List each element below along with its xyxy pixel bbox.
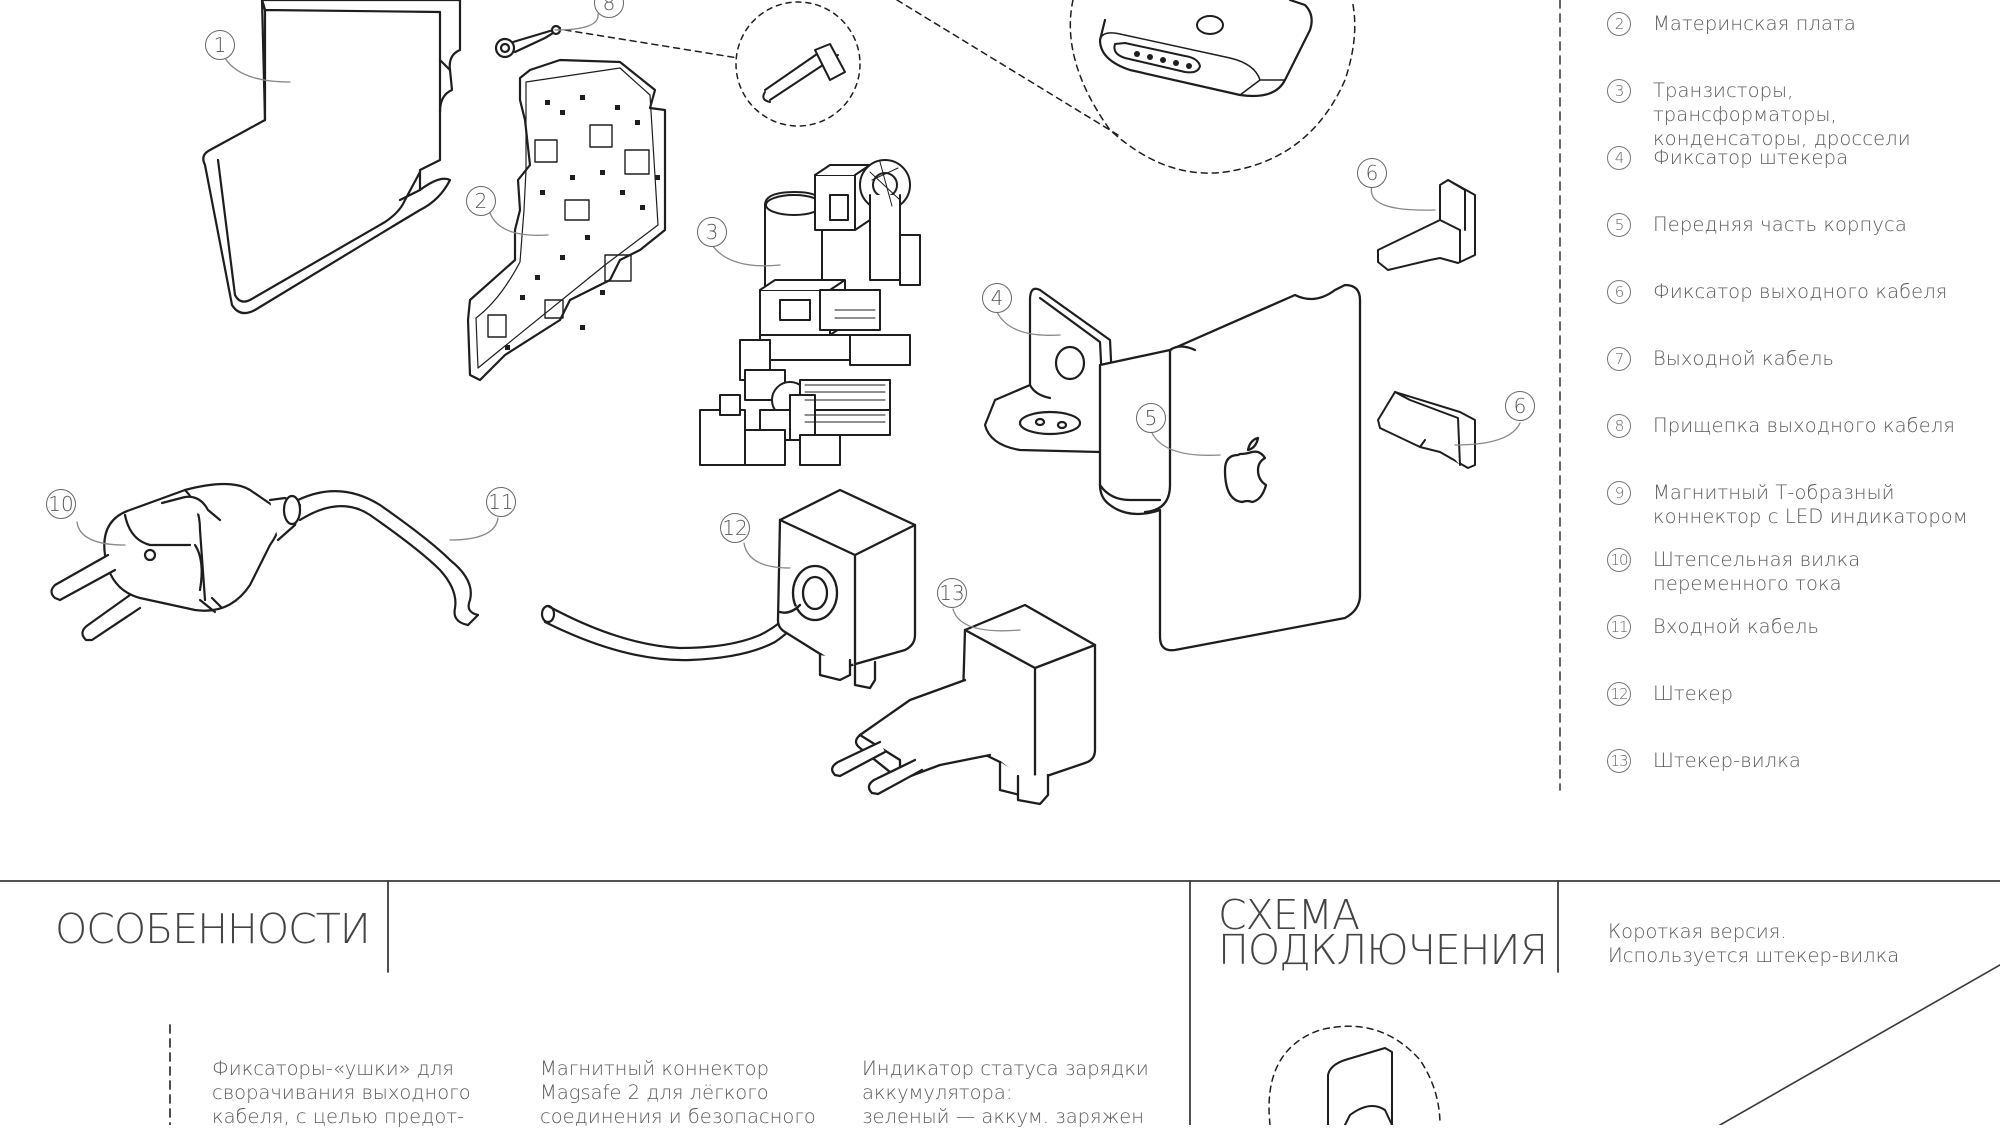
callout-5: 5 [1136, 403, 1166, 433]
part-cable-retainer-bottom [1377, 391, 1476, 469]
callout-10: 10 [46, 489, 76, 519]
callout-13: 13 [937, 578, 967, 608]
legend-num-6: 6 [1607, 280, 1631, 304]
legend-item-2: Материнская плата [1653, 12, 1856, 35]
part-front-housing [1098, 283, 1362, 652]
legend-num-13: 13 [1607, 749, 1631, 773]
legend-item-12: Штекер [1653, 682, 1734, 705]
legend-num-3: 3 [1607, 79, 1631, 103]
legend-item-3: Транзисторы, трансформаторы, конденсатор… [1653, 79, 1911, 150]
legend-num-12: 12 [1607, 682, 1631, 706]
section-rules [0, 880, 2000, 1125]
scheme-title: СХЕМА ПОДКЛЮЧЕНИЯ [1218, 891, 1548, 974]
legend-num-8: 8 [1607, 414, 1631, 438]
detail-circle-clip [564, 1, 861, 127]
part-motherboard [466, 58, 667, 382]
part-ac-plug [50, 482, 302, 642]
scheme-title-line1: СХЕМА [1218, 891, 1360, 939]
callout-3: 3 [697, 217, 727, 247]
callout-1: 1 [205, 30, 235, 60]
scheme-title-line2: ПОДКЛЮЧЕНИЯ [1218, 926, 1548, 974]
part-cable-retainer-top [1377, 179, 1476, 271]
legend-item-5: Передняя часть корпуса [1653, 213, 1907, 236]
feature-indicator: Индикатор статуса зарядки аккумулятора: … [862, 1057, 1149, 1128]
callout-8: 8 [594, 0, 624, 18]
detail-circle-connector [896, 0, 1356, 174]
callout-6-bottom: 6 [1505, 391, 1535, 421]
scheme-note-line2: Используется штекер-вилка [1608, 944, 1900, 967]
legend-num-2: 2 [1607, 12, 1631, 36]
scheme-note: Короткая версия. Используется штекер-вил… [1608, 920, 1899, 968]
legend-num-7: 7 [1607, 347, 1631, 371]
part-input-cable [296, 490, 800, 662]
callout-12: 12 [720, 513, 750, 543]
features-title: ОСОБЕННОСТИ [55, 905, 371, 953]
legend-item-6: Фиксатор выходного кабеля [1653, 280, 1948, 303]
legend-item-11: Входной кабель [1653, 615, 1819, 638]
feature-ears: Фиксаторы-«ушки» для сворачивания выходн… [212, 1057, 471, 1128]
legend-num-5: 5 [1607, 213, 1631, 237]
scheme-preview [1268, 1025, 1441, 1125]
part-duck-head [830, 603, 1097, 806]
part-plug-retainer [983, 287, 1117, 454]
feature-magsafe: Магнитный коннектор Magsafe 2 для лёгког… [540, 1057, 816, 1128]
legend-num-9: 9 [1607, 481, 1631, 505]
legend-item-8: Прищепка выходного кабеля [1653, 414, 1956, 437]
callout-11: 11 [486, 487, 516, 517]
legend-item-4: Фиксатор штекера [1653, 146, 1849, 169]
legend-item-9: Магнитный Т-образный коннектор с LED инд… [1653, 481, 1968, 528]
legend-item-7: Выходной кабель [1653, 347, 1834, 370]
legend-item-10: Штепсельная вилка переменного тока [1653, 548, 1861, 595]
callout-6-top: 6 [1357, 158, 1387, 188]
legend-num-4: 4 [1607, 146, 1631, 170]
callout-2: 2 [466, 186, 496, 216]
scheme-note-line1: Короткая версия. [1608, 920, 1787, 943]
part-components [699, 159, 921, 466]
legend-item-13: Штекер-вилка [1653, 749, 1801, 772]
callout-4: 4 [982, 283, 1012, 313]
leader-lines [76, 13, 1521, 632]
legend-num-11: 11 [1607, 615, 1631, 639]
part-cable-clip [494, 24, 562, 59]
part-plug-module [776, 488, 917, 690]
legend-num-10: 10 [1607, 548, 1631, 572]
part-back-housing [202, 0, 462, 315]
